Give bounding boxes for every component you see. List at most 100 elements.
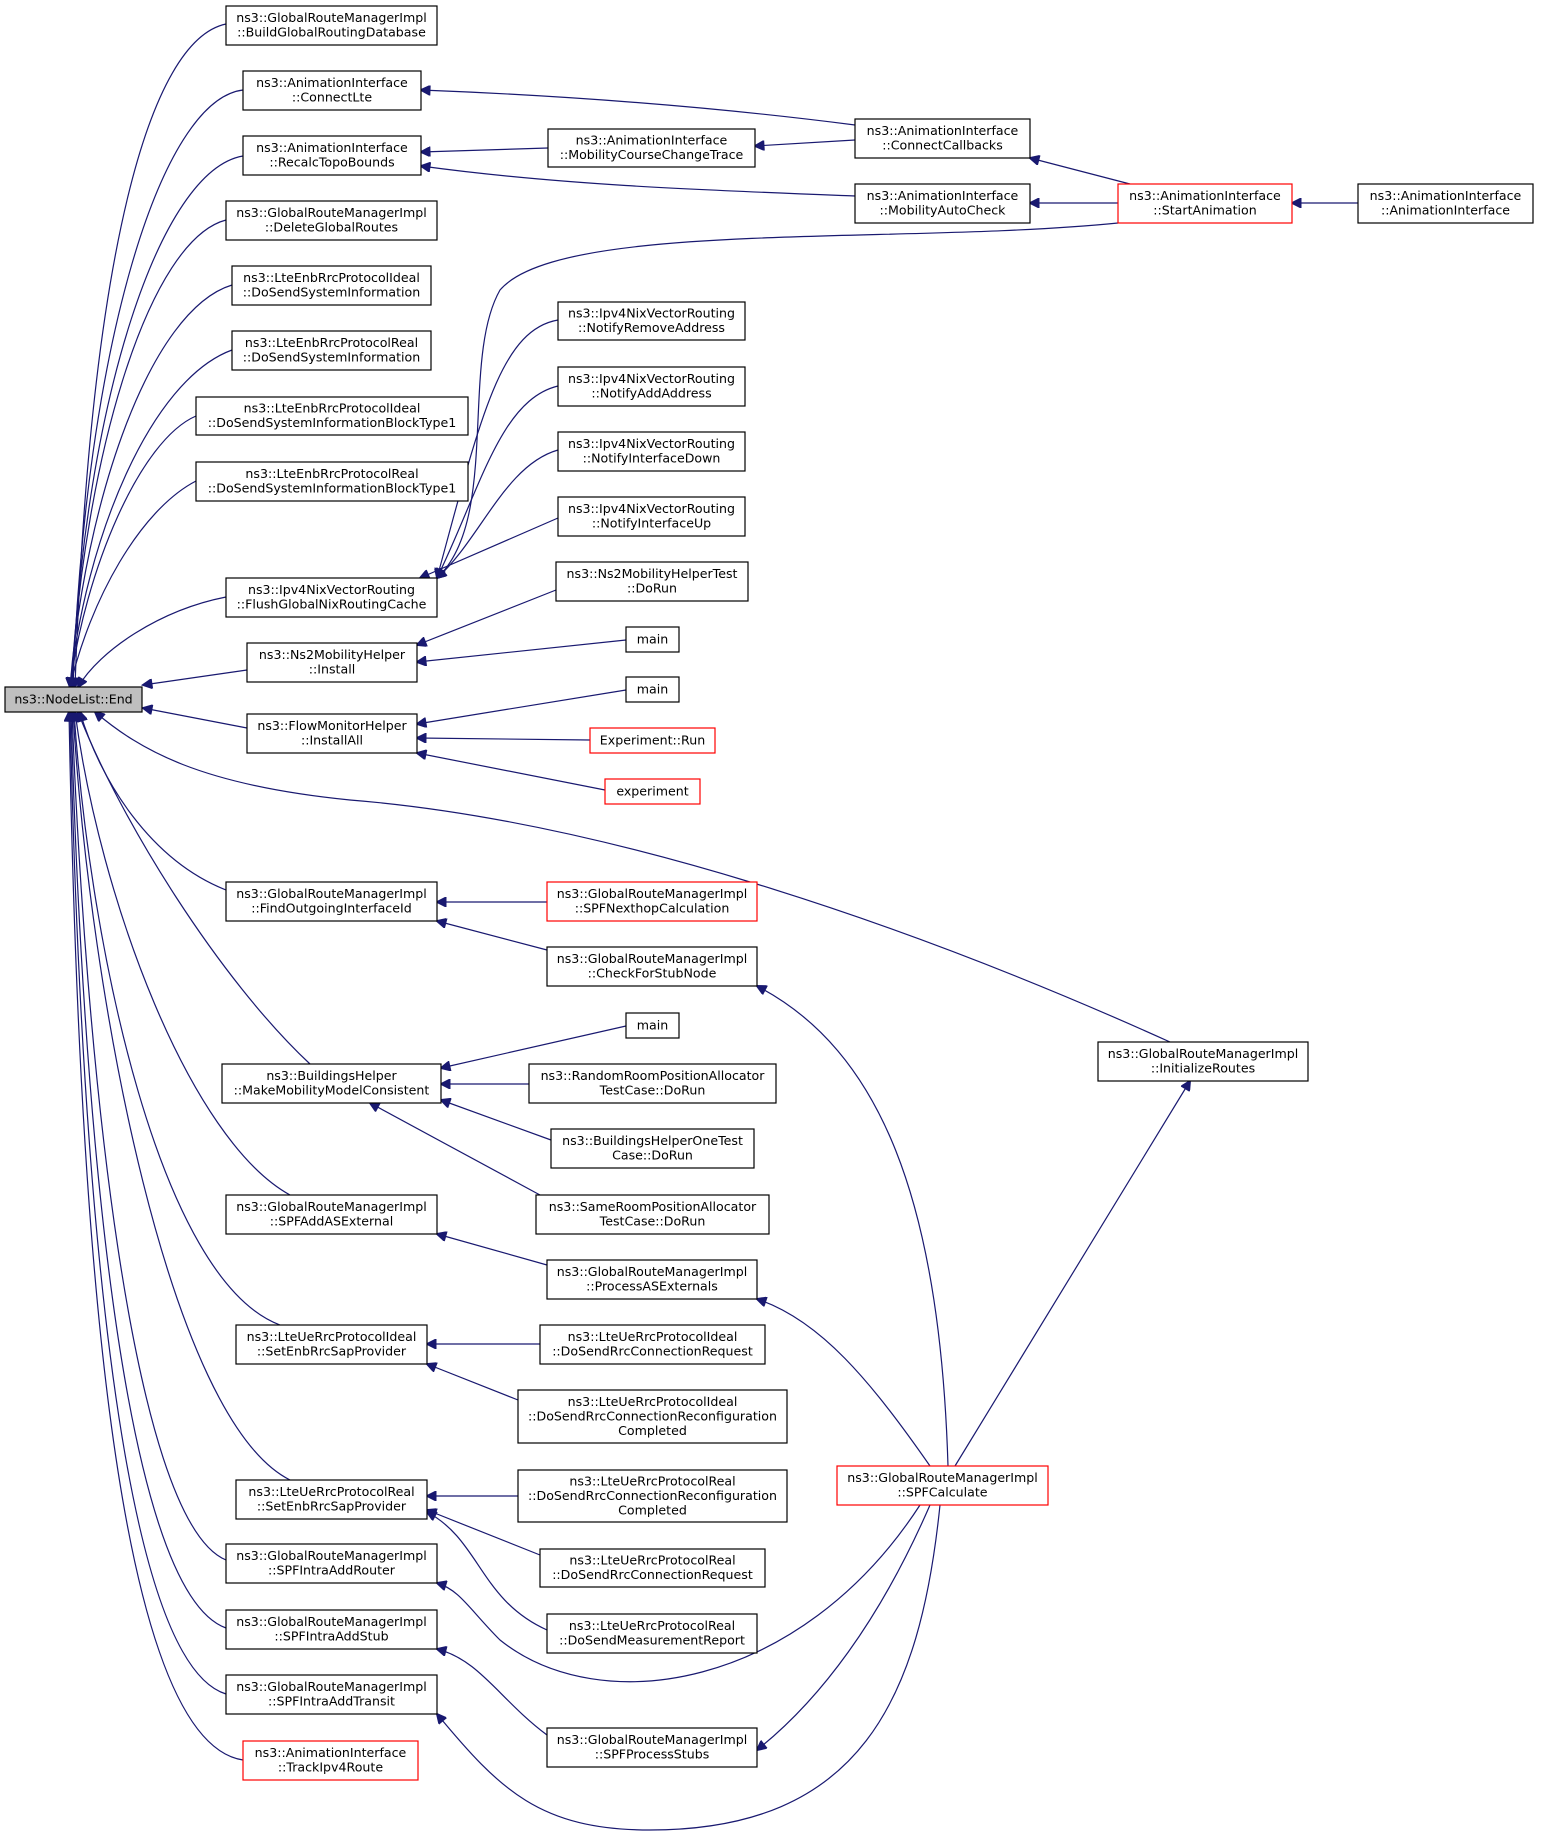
graph-node-nid[interactable]: ns3::Ipv4NixVectorRouting::NotifyInterfa… [557, 431, 746, 472]
node-label: ns3::Ns2MobilityHelper [259, 647, 406, 662]
node-box [225, 200, 438, 241]
graph-node-spfnh[interactable]: ns3::GlobalRouteManagerImpl::SPFNexthopC… [546, 881, 758, 922]
graph-node-dscr-ideal[interactable]: ns3::LteUeRrcProtocolIdeal::DoSendRrcCon… [539, 1324, 766, 1365]
graph-node-ccb[interactable]: ns3::AnimationInterface::ConnectCallback… [854, 118, 1031, 159]
graph-node-serp-real[interactable]: ns3::LteUeRrcProtocolReal::SetEnbRrcSapP… [235, 1479, 428, 1520]
node-box [221, 1063, 442, 1104]
node-box [625, 1012, 680, 1039]
graph-node-clte[interactable]: ns3::AnimationInterface::ConnectLte [242, 70, 422, 111]
graph-node-ai[interactable]: ns3::AnimationInterface::AnimationInterf… [1357, 183, 1534, 224]
graph-node-bgrd[interactable]: ns3::GlobalRouteManagerImpl::BuildGlobal… [225, 5, 438, 46]
node-label: ns3::LteUeRrcProtocolReal [569, 1553, 735, 1568]
edge-nra-fgnrc [437, 319, 559, 578]
graph-node-dscr-real[interactable]: ns3::LteUeRrcProtocolReal::DoSendRrcConn… [539, 1548, 766, 1588]
graph-node-end[interactable]: ns3::NodeList::End [4, 686, 143, 713]
node-label: ns3::AnimationInterface [256, 75, 408, 90]
graph-node-mac[interactable]: ns3::AnimationInterface::MobilityAutoChe… [854, 183, 1031, 224]
node-label: ::DeleteGlobalRoutes [265, 220, 398, 235]
node-label: ::AnimationInterface [1381, 203, 1510, 218]
graph-node-exprun[interactable]: Experiment::Run [589, 727, 716, 754]
node-label: ns3::AnimationInterface [867, 188, 1019, 203]
node-label: ns3::RandomRoomPositionAllocator [541, 1068, 766, 1083]
graph-node-cfsn[interactable]: ns3::GlobalRouteManagerImpl::CheckForStu… [546, 946, 758, 987]
graph-node-main3[interactable]: main [625, 1012, 680, 1039]
graph-node-serp-ideal[interactable]: ns3::LteUeRrcProtocolIdeal::SetEnbRrcSap… [235, 1324, 428, 1365]
graph-node-spfiat[interactable]: ns3::GlobalRouteManagerImpl::SPFIntraAdd… [225, 1674, 438, 1715]
graph-node-fminst[interactable]: ns3::FlowMonitorHelper::InstallAll [246, 713, 418, 754]
node-label: Case::DoRun [612, 1148, 693, 1163]
node-label: ns3::Ipv4NixVectorRouting [248, 582, 415, 597]
graph-node-experiment[interactable]: experiment [604, 778, 701, 805]
graph-node-mcct[interactable]: ns3::AnimationInterface::MobilityCourseC… [547, 128, 756, 168]
node-label: ns3::AnimationInterface [1370, 188, 1522, 203]
graph-node-fgnrc[interactable]: ns3::Ipv4NixVectorRouting::FlushGlobalNi… [225, 577, 438, 618]
graph-node-sa[interactable]: ns3::AnimationInterface::StartAnimation [1117, 183, 1293, 224]
graph-node-spfiar[interactable]: ns3::GlobalRouteManagerImpl::SPFIntraAdd… [225, 1543, 438, 1584]
graph-node-nra[interactable]: ns3::Ipv4NixVectorRouting::NotifyRemoveA… [557, 301, 746, 341]
graph-node-spfase[interactable]: ns3::GlobalRouteManagerImpl::SPFAddASExt… [225, 1194, 438, 1235]
node-box [546, 1727, 758, 1768]
edge-bgrd-end [75, 23, 227, 687]
graph-node-rtb[interactable]: ns3::AnimationInterface::RecalcTopoBound… [242, 135, 422, 176]
node-label: ::CheckForStubNode [588, 966, 717, 981]
edge-ns2inst-end [143, 669, 248, 685]
graph-node-tipr[interactable]: ns3::AnimationInterface::TrackIpv4Route [242, 1740, 419, 1781]
graph-node-main2[interactable]: main [625, 676, 680, 703]
graph-node-dsrcrc-ideal[interactable]: ns3::LteUeRrcProtocolIdeal::DoSendRrcCon… [517, 1389, 788, 1444]
graph-node-dgr[interactable]: ns3::GlobalRouteManagerImpl::DeleteGloba… [225, 200, 438, 241]
graph-node-sib-ideal[interactable]: ns3::LteEnbRrcProtocolIdeal::DoSendSyste… [195, 396, 469, 436]
node-label: ns3::BuildingsHelper [266, 1068, 397, 1083]
node-box [225, 1674, 438, 1715]
edge-spfps-spfias [437, 1649, 548, 1736]
graph-node-spfias[interactable]: ns3::GlobalRouteManagerImpl::SPFIntraAdd… [225, 1609, 438, 1650]
node-box [528, 1063, 777, 1104]
graph-node-foi[interactable]: ns3::GlobalRouteManagerImpl::FindOutgoin… [225, 881, 438, 922]
node-label: ::DoSendRrcConnectionReconfiguration [528, 1408, 777, 1423]
edge-sib-ideal-end [70, 415, 197, 687]
node-box [546, 946, 758, 987]
graph-node-main1[interactable]: main [625, 626, 680, 653]
edge-cfsn-foi [437, 921, 548, 951]
node-box [517, 1469, 788, 1523]
graph-node-pase[interactable]: ns3::GlobalRouteManagerImpl::ProcessASEx… [546, 1259, 758, 1300]
node-box [550, 1128, 755, 1169]
graph-node-dsmr[interactable]: ns3::LteUeRrcProtocolReal::DoSendMeasure… [546, 1613, 758, 1654]
graph-node-rrpa[interactable]: ns3::RandomRoomPositionAllocatorTestCase… [528, 1063, 777, 1104]
edge-ccb-mcct [755, 139, 856, 146]
graph-node-ns2test[interactable]: ns3::Ns2MobilityHelperTest::DoRun [555, 561, 749, 602]
node-label: ns3::GlobalRouteManagerImpl [236, 886, 426, 901]
node-box [517, 1389, 788, 1444]
node-label: ::SPFCalculate [897, 1485, 987, 1500]
node-label: ns3::FlowMonitorHelper [257, 718, 407, 733]
edge-fgnrc-end [78, 596, 227, 687]
graph-node-ssi-ideal[interactable]: ns3::LteEnbRrcProtocolIdeal::DoSendSyste… [231, 265, 432, 306]
node-label: ::DoSendSystemInformation [243, 350, 420, 365]
graph-node-srpa[interactable]: ns3::SameRoomPositionAllocatorTestCase::… [535, 1194, 770, 1235]
graph-node-ssi-real[interactable]: ns3::LteEnbRrcProtocolReal::DoSendSystem… [231, 330, 432, 371]
node-label: ::SPFIntraAddStub [274, 1629, 388, 1644]
node-label: ::MobilityCourseChangeTrace [560, 147, 744, 162]
edge-spfc-spfps [757, 1504, 931, 1750]
graph-node-spfc[interactable]: ns3::GlobalRouteManagerImpl::SPFCalculat… [836, 1465, 1049, 1506]
node-box [546, 1259, 758, 1300]
graph-node-naa[interactable]: ns3::Ipv4NixVectorRouting::NotifyAddAddr… [557, 366, 746, 407]
node-box [225, 1543, 438, 1584]
edge-ns2test-ns2inst [417, 589, 557, 645]
graph-node-niu[interactable]: ns3::Ipv4NixVectorRouting::NotifyInterfa… [557, 496, 746, 537]
edge-nid-fgnrc [437, 449, 559, 578]
graph-node-sib-real[interactable]: ns3::LteEnbRrcProtocolReal::DoSendSystem… [195, 461, 469, 502]
node-box [535, 1194, 770, 1235]
node-box [231, 330, 432, 371]
graph-node-mmmc[interactable]: ns3::BuildingsHelper::MakeMobilityModelC… [221, 1063, 442, 1104]
graph-node-spfps[interactable]: ns3::GlobalRouteManagerImpl::SPFProcessS… [546, 1727, 758, 1768]
node-label: ::InstallAll [301, 733, 363, 748]
graph-node-dsrcrc-real[interactable]: ns3::LteUeRrcProtocolReal::DoSendRrcConn… [517, 1469, 788, 1523]
edge-srpa-mmmc [370, 1103, 541, 1196]
node-label: ::ConnectLte [292, 90, 373, 105]
graph-node-ns2inst[interactable]: ns3::Ns2MobilityHelper::Install [246, 642, 418, 683]
graph-node-ir[interactable]: ns3::GlobalRouteManagerImpl::InitializeR… [1097, 1041, 1309, 1082]
node-label: ns3::GlobalRouteManagerImpl [1108, 1046, 1298, 1061]
node-box [547, 128, 756, 168]
edge-bhot-mmmc [441, 1100, 552, 1141]
